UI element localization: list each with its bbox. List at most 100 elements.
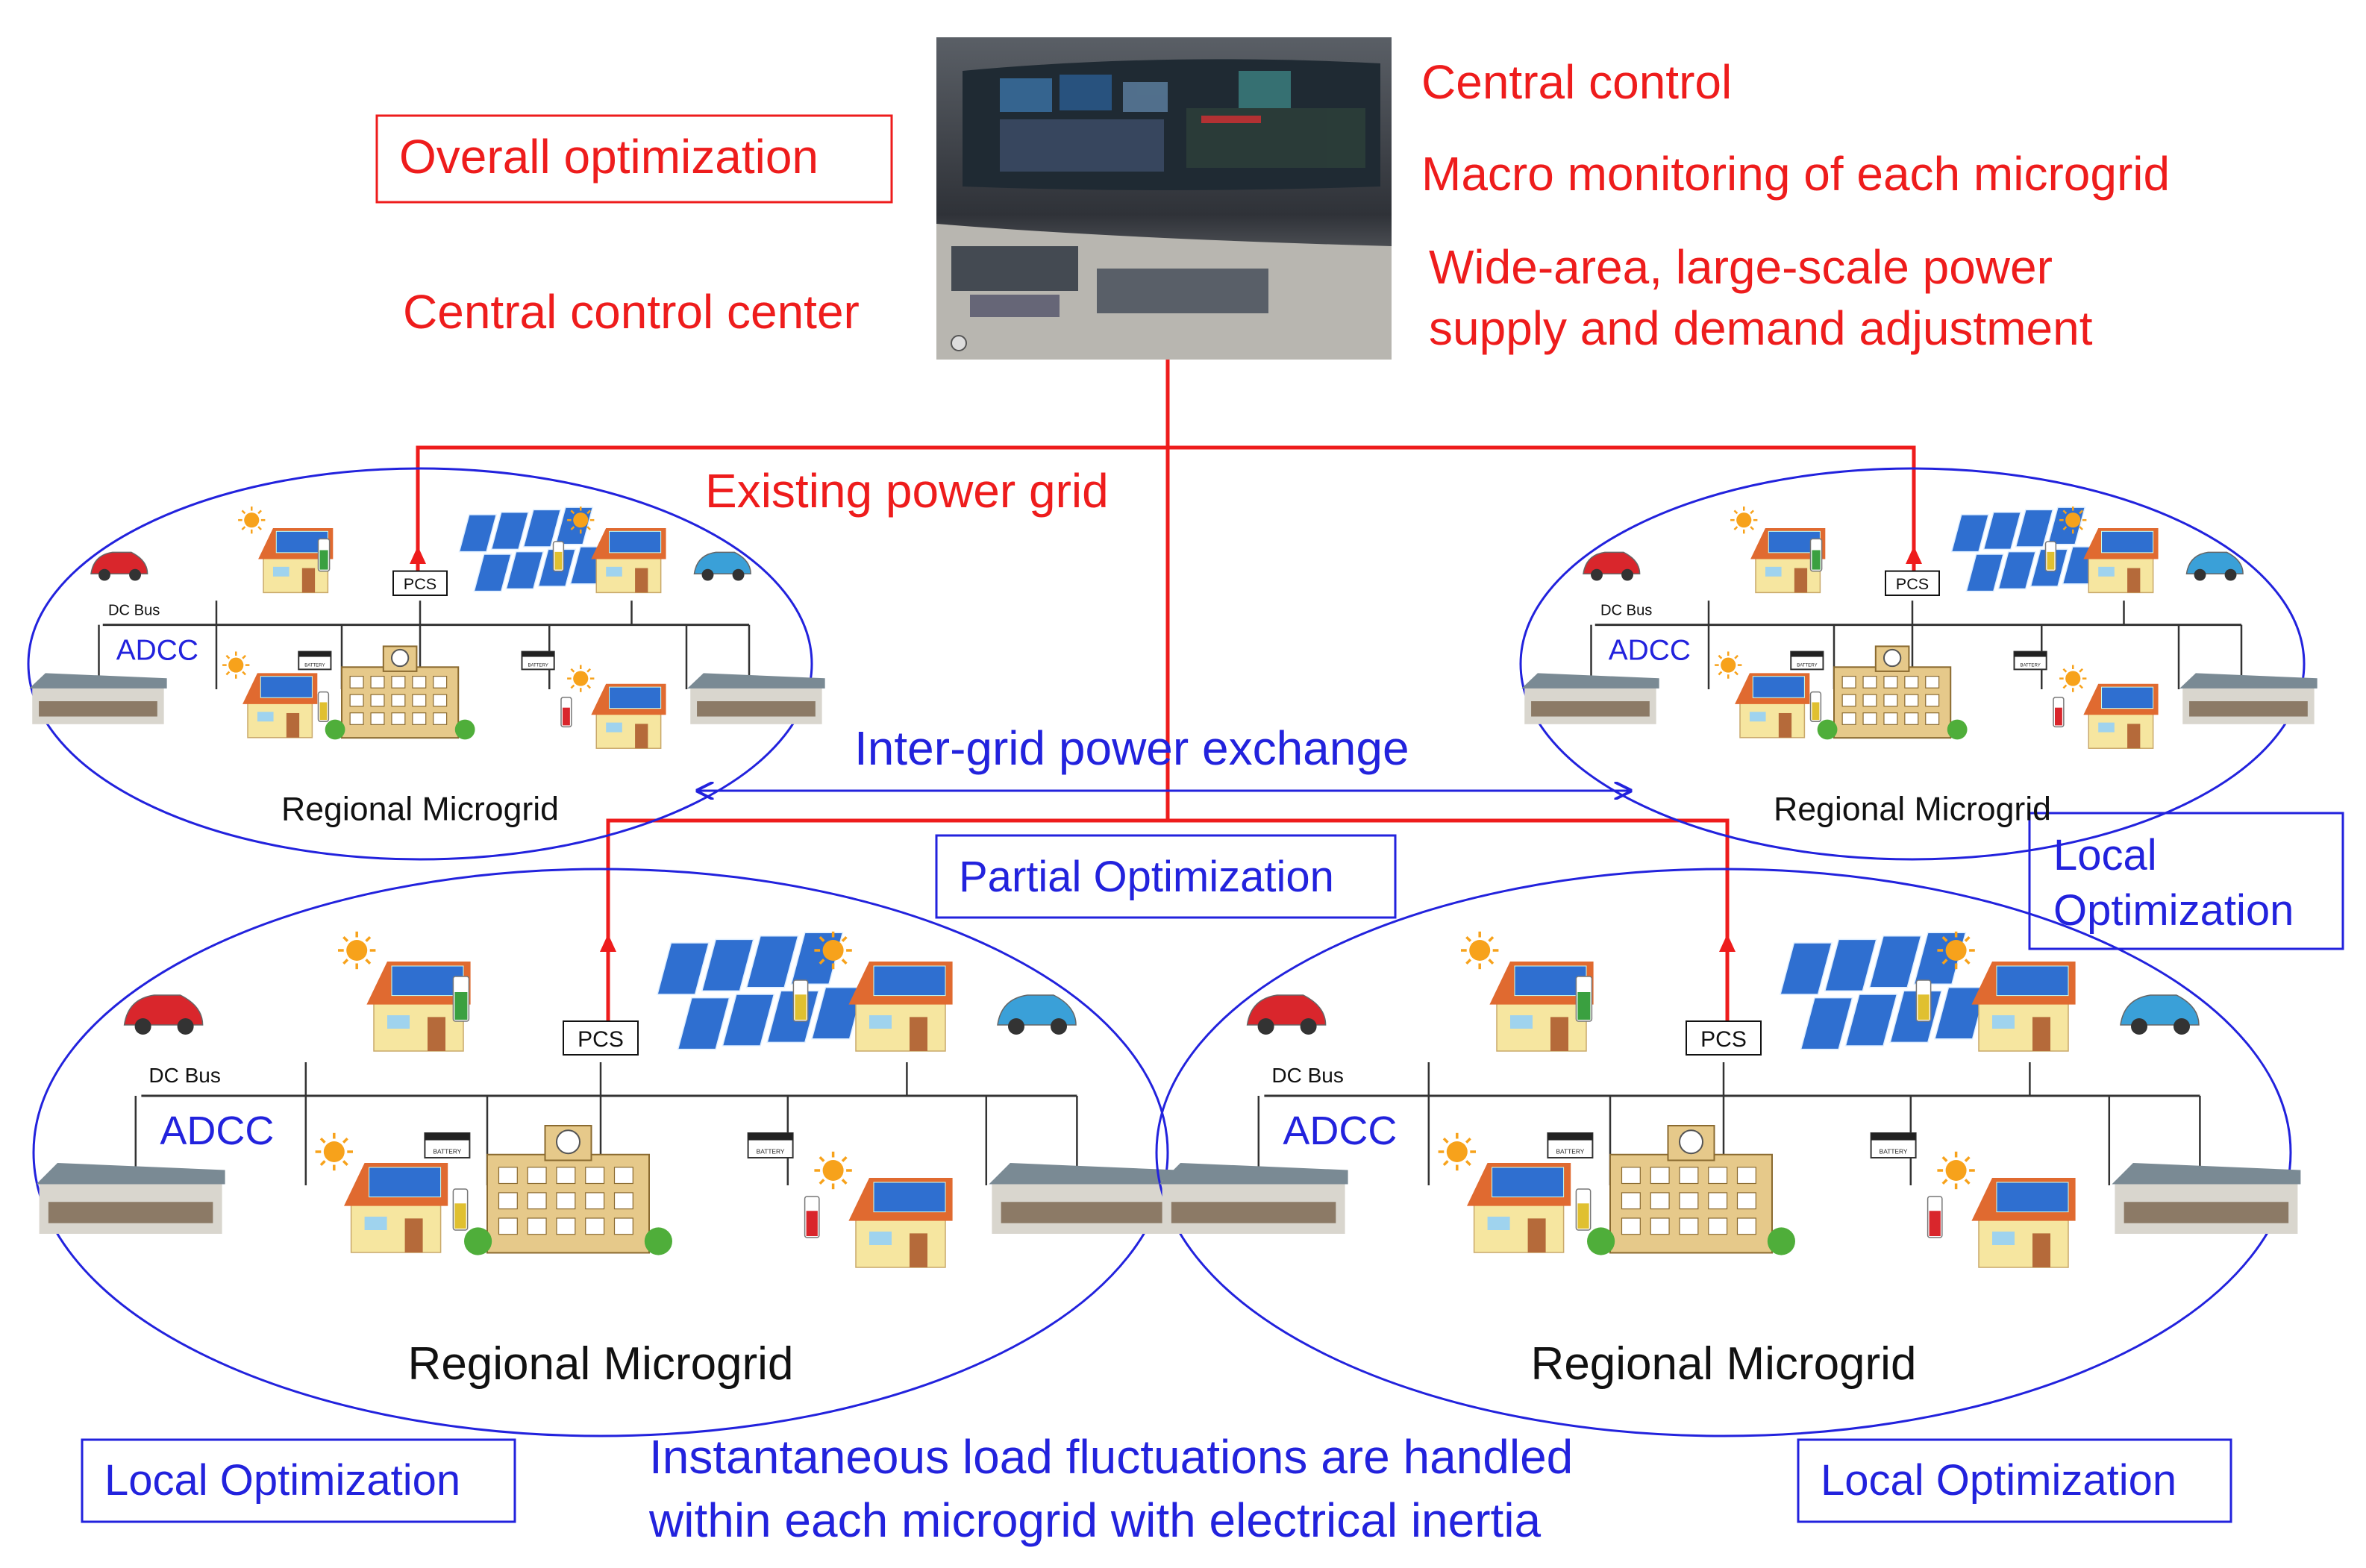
battery-cell-icon: [452, 976, 470, 1022]
electric-car-icon: [693, 551, 751, 581]
solar-house-icon: [242, 673, 318, 738]
local-optimization-right-box: [2028, 812, 2344, 950]
battery-cell-icon: [2053, 697, 2065, 728]
local-optimization-right-line1: Local: [2053, 831, 2157, 879]
battery-cell-icon: [560, 697, 572, 728]
microgrid-boundary: [1519, 467, 2306, 861]
adcc-label: ADCC: [1283, 1108, 1397, 1153]
battery-cell-icon: [452, 1188, 469, 1231]
battery-cell-icon: [1575, 976, 1593, 1022]
battery-box-icon: BATTERY: [1870, 1132, 1917, 1158]
battery-cell-icon: [1809, 538, 1823, 572]
dc-bus-label: DC Bus: [1600, 603, 1652, 619]
battery-box-icon: BATTERY: [1547, 1132, 1594, 1158]
overall-optimization-label: Overall optimization: [399, 130, 819, 184]
top-section: Overall optimization Central control cen…: [375, 37, 2170, 360]
central-control-center-label: Central control center: [403, 285, 860, 339]
grid-up-arrows: [410, 546, 1922, 952]
electric-car-icon: [997, 994, 1077, 1035]
solar-house-icon: [1735, 673, 1810, 738]
existing-power-grid-label: Existing power grid: [705, 464, 1109, 518]
microgrid-boundary: [27, 467, 813, 861]
battery-cell-icon: [317, 538, 331, 572]
local-optimization-left-box: [81, 1438, 516, 1523]
solar-house-icon: [1750, 528, 1826, 594]
partial-optimization-label: Partial Optimization: [959, 853, 1334, 901]
battery-box-icon: BATTERY: [747, 1132, 794, 1158]
battery-label: BATTERY: [2020, 663, 2040, 668]
regional-microgrid-label: Regional Microgrid: [281, 791, 559, 828]
regional-microgrid-label: Regional Microgrid: [408, 1338, 794, 1390]
electric-car-icon: [2185, 551, 2244, 581]
sun-icon: [1715, 651, 1742, 679]
central-control-label: Central control: [1421, 55, 1732, 109]
solar-house-icon: [848, 962, 953, 1052]
inter-grid-label: Inter-grid power exchange: [854, 721, 1409, 775]
pcs-box: [1686, 1020, 1762, 1056]
store-building-icon: [989, 1163, 1178, 1234]
sun-icon: [338, 931, 376, 970]
battery-cell-icon: [1927, 1196, 1943, 1238]
pcs-label: PCS: [404, 574, 436, 593]
sun-icon: [814, 931, 852, 970]
store-building-icon: [29, 673, 167, 724]
battery-box-icon: BATTERY: [1790, 650, 1824, 671]
sun-icon: [2059, 507, 2087, 534]
sun-icon: [1438, 1132, 1476, 1171]
wide-area-line2: supply and demand adjustment: [1429, 301, 2093, 355]
pcs-box: [1885, 570, 1940, 596]
dc-bus-label: DC Bus: [108, 603, 160, 619]
wide-area-line1: Wide-area, large-scale power: [1429, 240, 2053, 294]
battery-label: BATTERY: [1797, 663, 1817, 668]
battery-label: BATTERY: [757, 1148, 785, 1155]
instantaneous-line1: Instantaneous load fluctuations are hand…: [649, 1430, 1573, 1484]
overall-optimization-box: [375, 114, 893, 204]
sun-icon: [238, 507, 266, 534]
pcs-label: PCS: [1896, 574, 1929, 593]
control-room-photo: [936, 37, 1392, 360]
dc-bus-label: DC Bus: [148, 1064, 220, 1087]
electric-car-icon: [1246, 994, 1327, 1035]
battery-box-icon: BATTERY: [424, 1132, 471, 1158]
battery-cell-icon: [552, 541, 565, 572]
store-building-icon: [2179, 673, 2318, 724]
electric-car-icon: [1583, 551, 1641, 581]
solar-house-icon: [591, 528, 666, 594]
battery-cell-icon: [1809, 691, 1822, 722]
sun-icon: [1937, 1151, 1975, 1190]
solar-house-icon: [1971, 1178, 2076, 1268]
local-optimization-left-label: Local Optimization: [104, 1456, 460, 1505]
battery-label: BATTERY: [433, 1148, 461, 1155]
partial-optimization-box: [935, 834, 1397, 919]
regional-microgrid-label: Regional Microgrid: [1774, 791, 2051, 828]
regional-microgrid-label: Regional Microgrid: [1531, 1338, 1917, 1390]
solar-house-icon: [1467, 1163, 1571, 1253]
solar-house-icon: [591, 683, 666, 749]
solar-panel-icon: [1950, 507, 2101, 592]
electric-car-icon: [2120, 994, 2200, 1035]
battery-cell-icon: [1575, 1188, 1592, 1231]
microgrid-boundary: [32, 868, 1169, 1437]
battery-label: BATTERY: [528, 663, 548, 668]
sun-icon: [2059, 665, 2087, 692]
adcc-label: ADCC: [116, 634, 198, 666]
battery-cell-icon: [792, 979, 809, 1022]
sun-icon: [814, 1151, 852, 1190]
school-building-icon: [464, 1125, 673, 1255]
pcs-label: PCS: [578, 1027, 624, 1052]
sun-icon: [1461, 931, 1499, 970]
school-building-icon: [325, 645, 475, 740]
sun-icon: [567, 665, 595, 692]
local-optimization-bottom-right-box: [1797, 1438, 2232, 1523]
solar-house-icon: [344, 1163, 448, 1253]
battery-box-icon: BATTERY: [2013, 650, 2047, 671]
solar-house-icon: [848, 1178, 953, 1268]
sun-icon: [222, 651, 250, 679]
battery-label: BATTERY: [1556, 1148, 1584, 1155]
adcc-label: ADCC: [1609, 634, 1691, 666]
